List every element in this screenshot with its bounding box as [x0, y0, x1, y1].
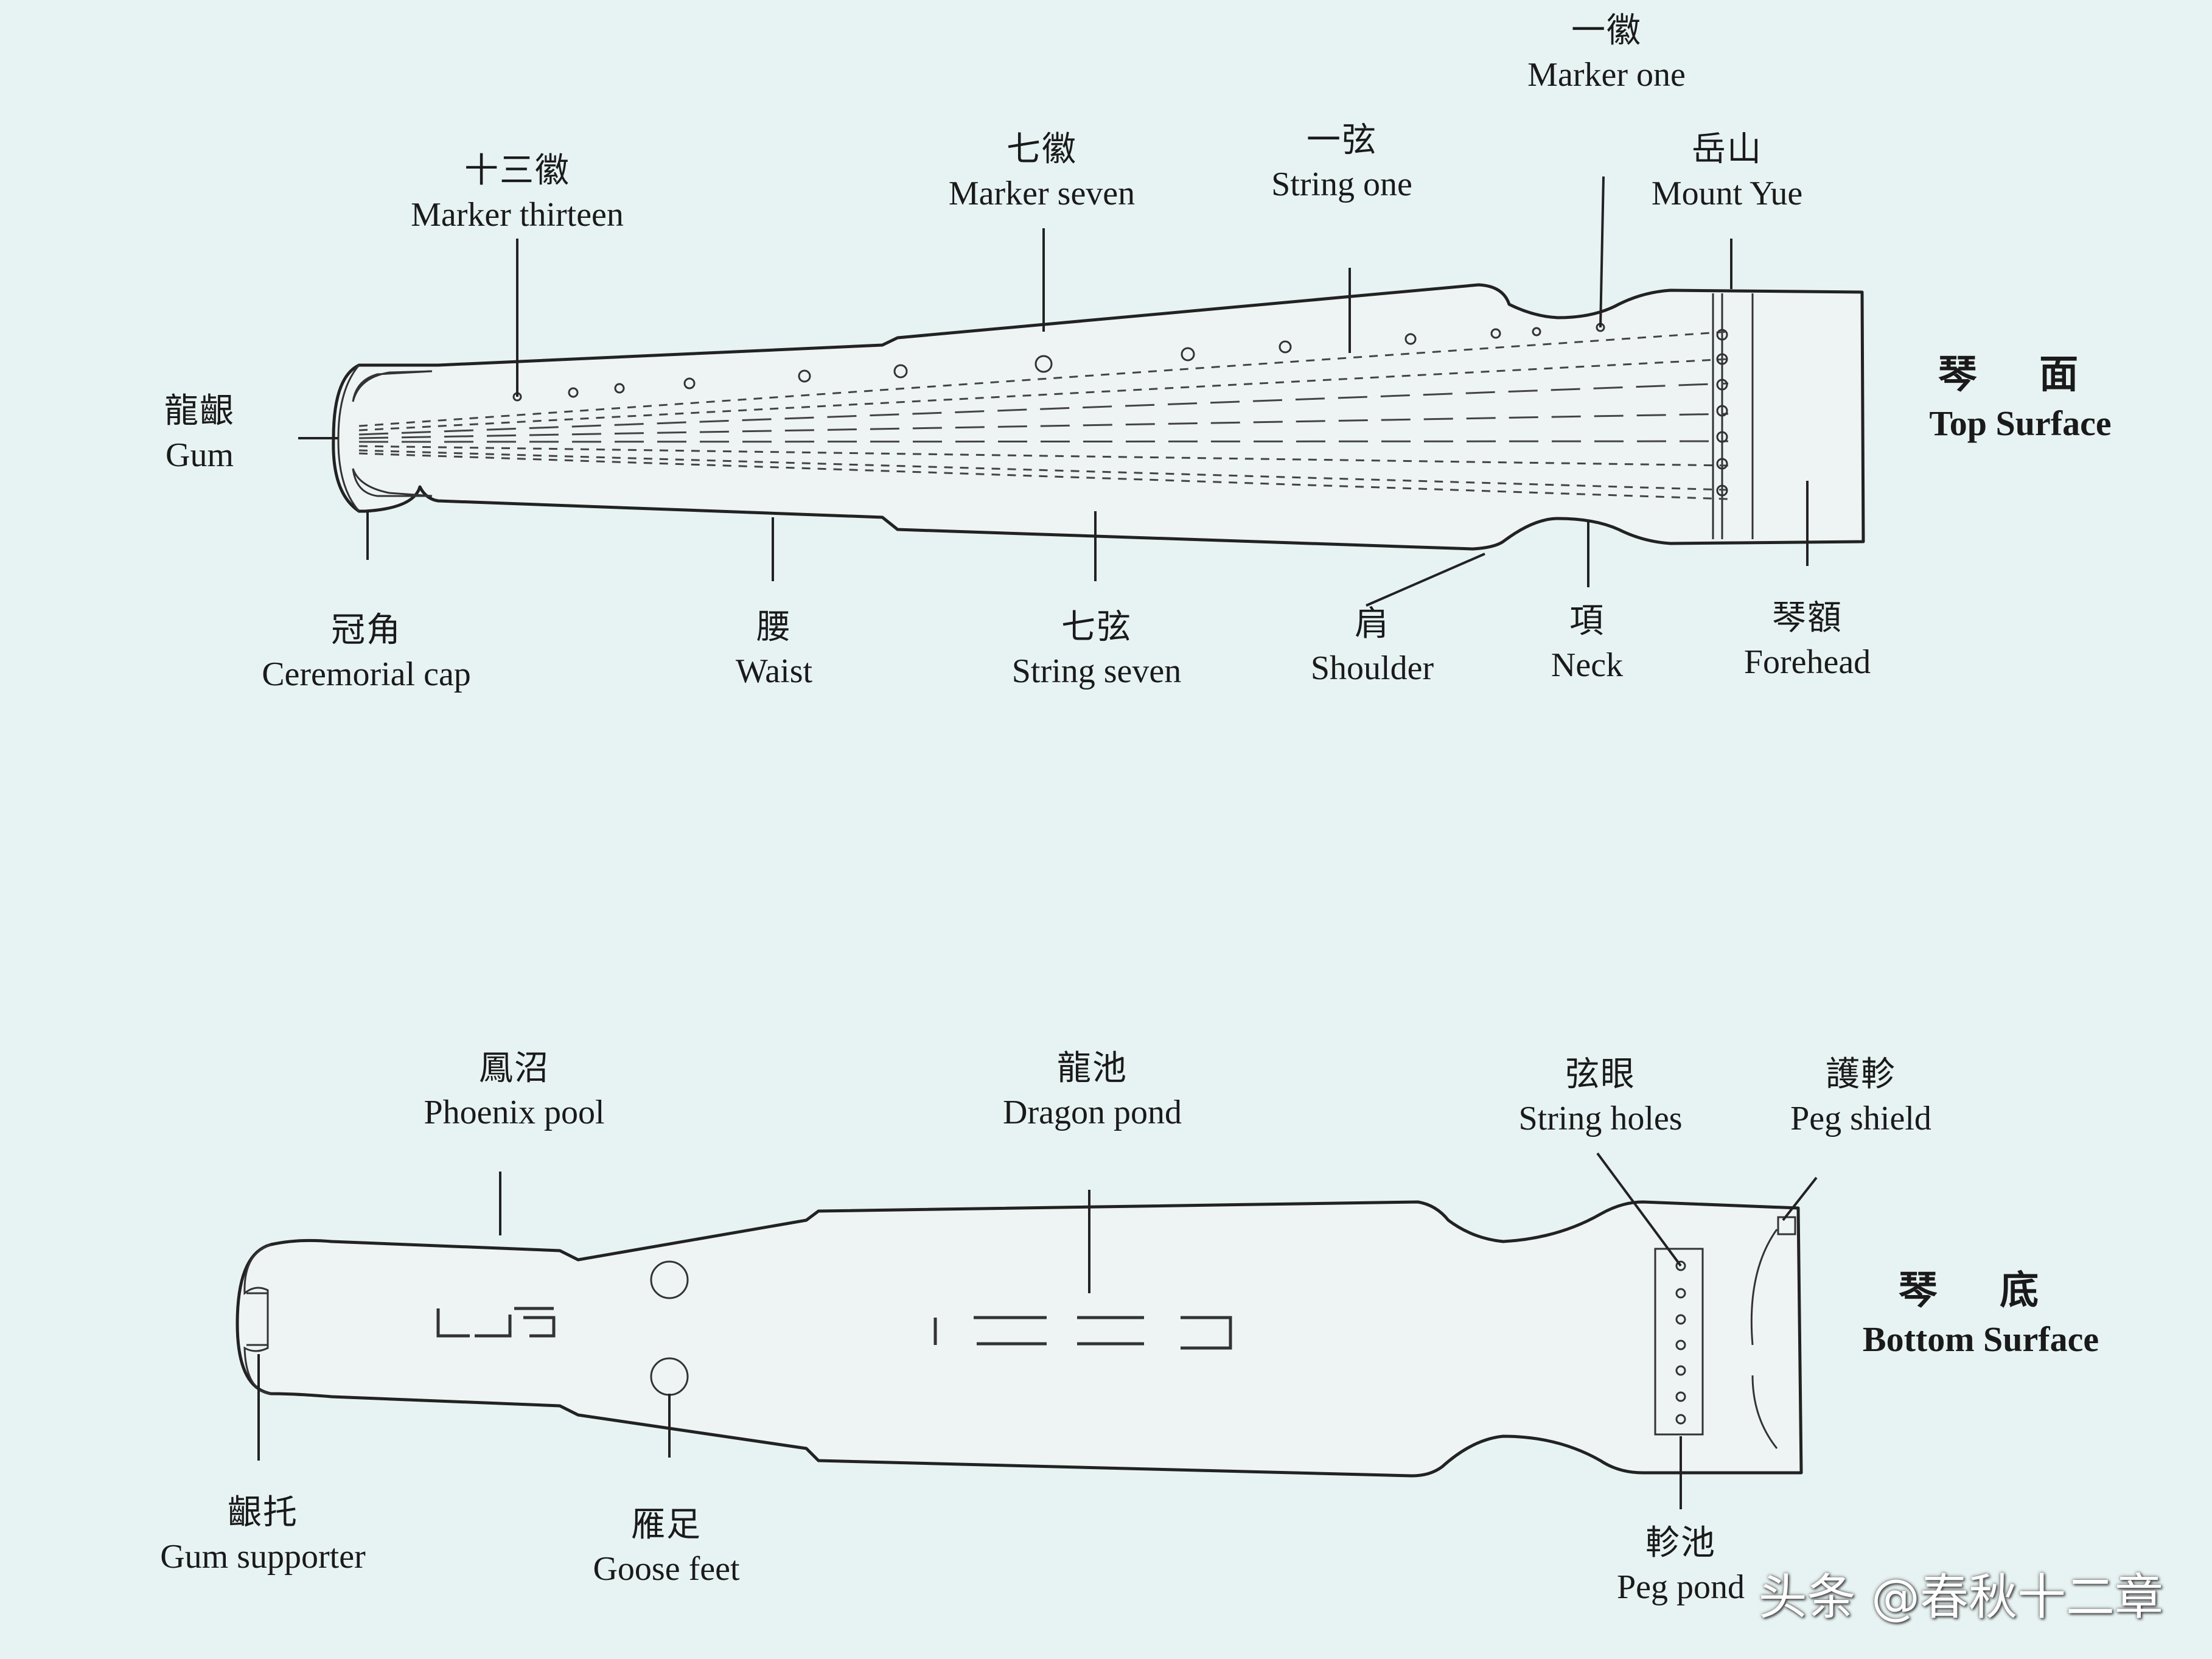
- bottom-leader-lines: [257, 1152, 1818, 1509]
- label-ceremonial-cap: 冠角 Ceremorial cap: [262, 609, 471, 696]
- label-marker-seven-en: Marker seven: [948, 175, 1136, 212]
- label-phoenix-pool-zh: 鳳沼: [479, 1049, 550, 1088]
- label-string-holes: 弦眼 String holes: [1518, 1053, 1682, 1140]
- label-mount-yue: 岳山 Mount Yue: [1652, 128, 1802, 215]
- label-dragon-pond-zh: 龍池: [1056, 1049, 1128, 1088]
- label-neck-en: Neck: [1551, 646, 1624, 684]
- label-gum: 龍齦 Gum: [164, 389, 235, 477]
- top-surface-body: [332, 283, 1865, 551]
- watermark: 头条 @春秋十二章: [1758, 1569, 2163, 1626]
- label-string-holes-zh: 弦眼: [1565, 1055, 1636, 1094]
- label-gum-supporter-zh: 齦托: [227, 1493, 298, 1532]
- label-string-one-zh: 一弦: [1306, 120, 1377, 160]
- label-peg-pond-zh: 軫池: [1645, 1523, 1716, 1563]
- label-string-seven: 七弦 String seven: [1012, 606, 1181, 693]
- bottom-pools: [436, 1307, 1232, 1350]
- label-string-one: 一弦 String one: [1271, 119, 1412, 206]
- label-mount-yue-zh: 岳山: [1692, 130, 1762, 169]
- label-phoenix-pool: 鳳沼 Phoenix pool: [424, 1047, 604, 1134]
- bottom-surface-body: [236, 1200, 1803, 1478]
- top-surface-title-en: Top Surface: [1929, 403, 2112, 443]
- top-strings: [358, 330, 1729, 500]
- label-string-seven-en: String seven: [1011, 652, 1182, 690]
- label-phoenix-pool-en: Phoenix pool: [424, 1094, 605, 1131]
- label-marker-thirteen-en: Marker thirteen: [411, 196, 624, 234]
- label-peg-shield-en: Peg shield: [1790, 1100, 1931, 1137]
- label-string-holes-en: String holes: [1518, 1100, 1683, 1137]
- top-surface-title: 琴 面 Top Surface: [1929, 353, 2111, 445]
- label-neck: 項 Neck: [1551, 599, 1623, 687]
- label-marker-one: 一徽 Marker one: [1527, 9, 1686, 97]
- label-waist-zh: 腰: [756, 607, 792, 647]
- top-surface-title-zh: 琴 面: [1938, 352, 2103, 397]
- label-gum-supporter-en: Gum supporter: [160, 1538, 366, 1576]
- label-marker-thirteen-zh: 十三徽: [464, 151, 570, 190]
- label-goose-feet: 雁足 Goose feet: [593, 1503, 739, 1591]
- top-leader-lines: [298, 176, 1809, 607]
- top-markers: [512, 323, 1605, 402]
- label-goose-feet-en: Goose feet: [593, 1550, 740, 1588]
- label-goose-feet-zh: 雁足: [630, 1505, 702, 1545]
- label-peg-pond: 軫池 Peg pond: [1617, 1521, 1745, 1609]
- label-marker-seven-zh: 七徽: [1007, 130, 1077, 169]
- label-peg-pond-en: Peg pond: [1617, 1568, 1745, 1606]
- label-waist: 腰 Waist: [736, 606, 812, 693]
- bottom-surface-title-en: Bottom Surface: [1862, 1319, 2099, 1359]
- label-dragon-pond: 龍池 Dragon pond: [1003, 1047, 1182, 1134]
- label-shoulder-en: Shoulder: [1310, 649, 1434, 687]
- label-peg-shield: 護軫 Peg shield: [1790, 1053, 1931, 1140]
- label-shoulder: 肩 Shoulder: [1311, 602, 1434, 690]
- label-string-seven-zh: 七弦: [1061, 607, 1132, 647]
- bottom-surface-title: 琴 底 Bottom Surface: [1863, 1269, 2099, 1361]
- label-marker-one-en: Marker one: [1527, 56, 1686, 94]
- label-gum-en: Gum: [166, 436, 234, 474]
- label-marker-seven: 七徽 Marker seven: [949, 128, 1135, 215]
- bottom-surface-title-zh: 琴 底: [1898, 1268, 2064, 1313]
- label-marker-thirteen: 十三徽 Marker thirteen: [411, 149, 624, 237]
- label-shoulder-zh: 肩: [1355, 604, 1390, 644]
- label-ceremonial-cap-zh: 冠角: [330, 610, 402, 650]
- label-mount-yue-en: Mount Yue: [1651, 175, 1803, 212]
- peg-pond-shape: [1654, 1248, 1704, 1436]
- label-dragon-pond-en: Dragon pond: [1003, 1094, 1182, 1131]
- top-pegs: [1716, 329, 1728, 497]
- label-gum-zh: 龍齦: [164, 391, 235, 431]
- label-forehead-en: Forehead: [1743, 643, 1871, 681]
- label-forehead: 琴額 Forehead: [1744, 596, 1871, 684]
- label-ceremonial-cap-en: Ceremorial cap: [262, 655, 471, 693]
- label-marker-one-zh: 一徽: [1571, 11, 1642, 51]
- label-waist-en: Waist: [735, 652, 813, 690]
- label-string-one-en: String one: [1271, 166, 1412, 203]
- label-neck-zh: 項: [1569, 601, 1605, 641]
- label-forehead-zh: 琴額: [1771, 598, 1843, 638]
- label-gum-supporter: 齦托 Gum supporter: [160, 1491, 366, 1579]
- label-peg-shield-zh: 護軫: [1825, 1055, 1896, 1094]
